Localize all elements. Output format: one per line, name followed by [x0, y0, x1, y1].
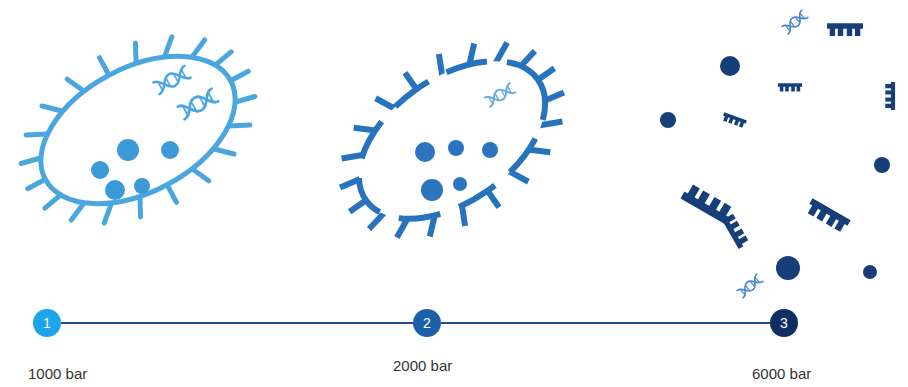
cell-contents [660, 56, 890, 280]
pressure-label: 6000 bar [752, 366, 811, 383]
cell-contents [91, 139, 179, 200]
cell-wall [16, 26, 260, 234]
step-number: 1 [43, 316, 51, 330]
wall-fragment [885, 82, 893, 110]
wall-fragment [827, 26, 863, 36]
timeline-line [61, 322, 413, 324]
step-number: 3 [780, 316, 788, 330]
dna-helix [782, 10, 808, 34]
dna-helix [153, 66, 190, 94]
damaged-bacterium [303, 1, 602, 279]
timeline-step-circle: 3 [770, 309, 798, 337]
step-number: 2 [423, 316, 431, 330]
intact-bacterium [0, 0, 287, 261]
timeline-line [441, 322, 770, 324]
dna-helix [737, 274, 763, 298]
broken-cell-wall [330, 29, 573, 251]
timeline-step-circle: 1 [33, 309, 61, 337]
wall-fragment [805, 201, 849, 233]
pressure-label: 1000 bar [28, 366, 87, 383]
circle-fill [770, 309, 798, 337]
dna-helix [178, 89, 219, 120]
circle-fill [413, 309, 441, 337]
pressure-label: 2000 bar [393, 358, 452, 375]
dna-helix [485, 83, 515, 107]
circle-fill [33, 309, 61, 337]
pili [0, 0, 287, 261]
wall-fragment [721, 114, 746, 128]
wall-fragment [723, 211, 750, 247]
cell-contents [415, 140, 498, 201]
wall-fragment [778, 85, 802, 92]
wall-fragment [682, 183, 734, 221]
timeline-step-circle: 2 [413, 309, 441, 337]
destroyed-bacterium [660, 10, 893, 298]
pili [303, 1, 602, 279]
